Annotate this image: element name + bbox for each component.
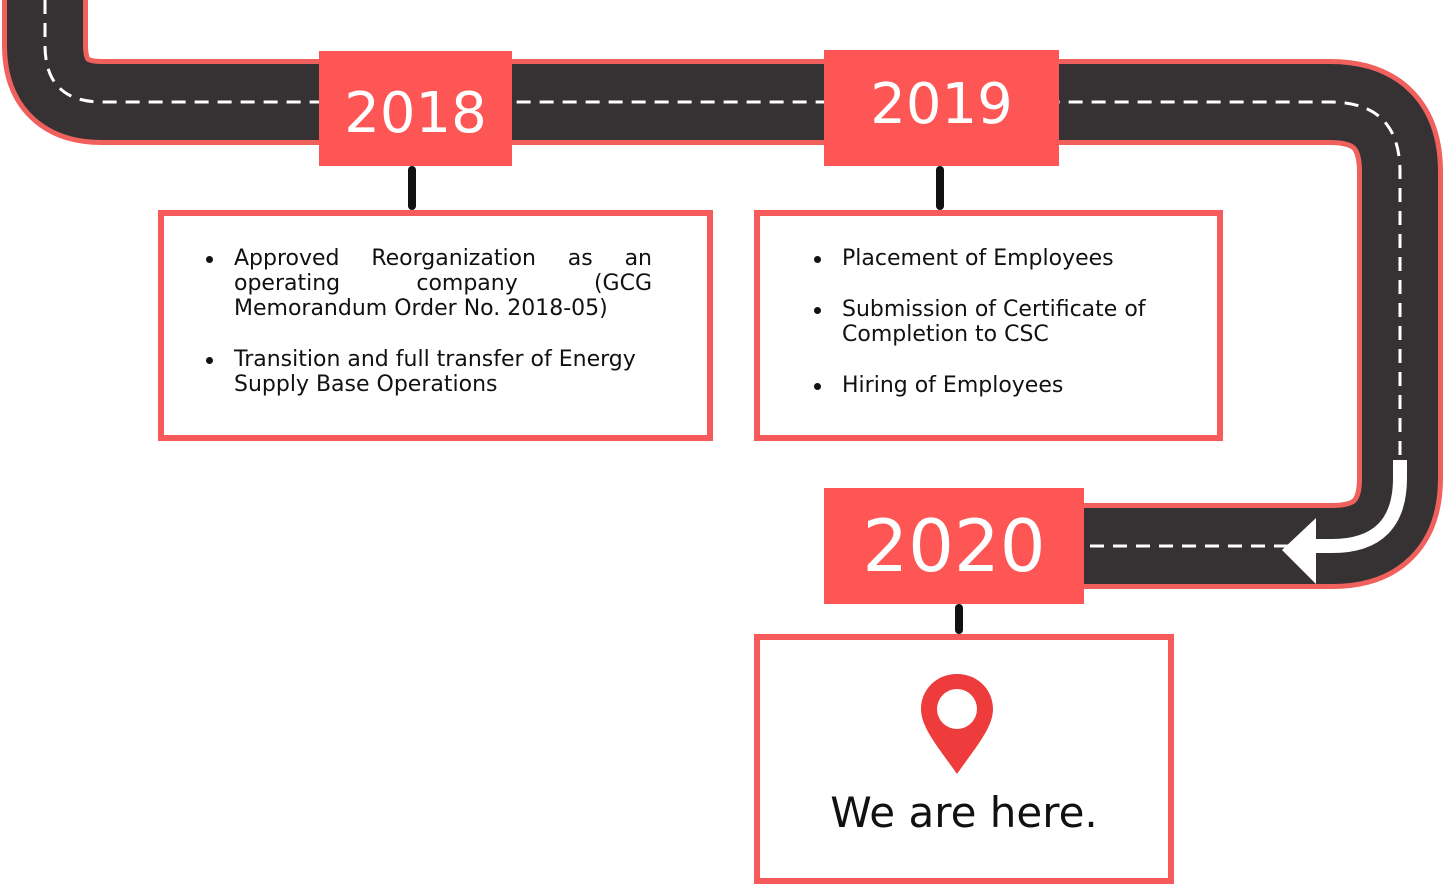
connector-2020 xyxy=(955,604,963,634)
list-item: Placement of Employees xyxy=(814,246,1177,271)
road-center-line xyxy=(43,0,1402,460)
current-status-card: We are here. xyxy=(754,634,1174,884)
list-item: Transition and full transfer of Energy S… xyxy=(206,347,652,397)
list-item: Hiring of Employees xyxy=(814,373,1177,398)
list-item: Submission of Certificate of Completion … xyxy=(814,297,1177,347)
year-2019-badge: 2019 xyxy=(824,50,1059,166)
year-2020-badge: 2020 xyxy=(824,488,1084,604)
milestone-2018-list: Approved Reorganization as an operating … xyxy=(204,246,652,397)
milestone-2018-card: Approved Reorganization as an operating … xyxy=(158,210,713,441)
direction-arrow-icon xyxy=(1312,460,1407,553)
milestone-2019-card: Placement of Employees Submission of Cer… xyxy=(754,210,1223,441)
year-2018-label: 2018 xyxy=(344,81,487,146)
connector-2018 xyxy=(408,166,416,210)
location-pin-icon xyxy=(921,674,993,774)
year-2018-badge: 2018 xyxy=(319,51,512,166)
status-text: We are here. xyxy=(830,788,1098,837)
list-item: Approved Reorganization as an operating … xyxy=(206,246,652,321)
arrowhead-icon xyxy=(1282,518,1316,584)
connector-2019 xyxy=(936,166,944,210)
year-2019-label: 2019 xyxy=(870,71,1013,137)
milestone-2019-list: Placement of Employees Submission of Cer… xyxy=(812,246,1177,398)
year-2020-label: 2020 xyxy=(862,504,1046,588)
